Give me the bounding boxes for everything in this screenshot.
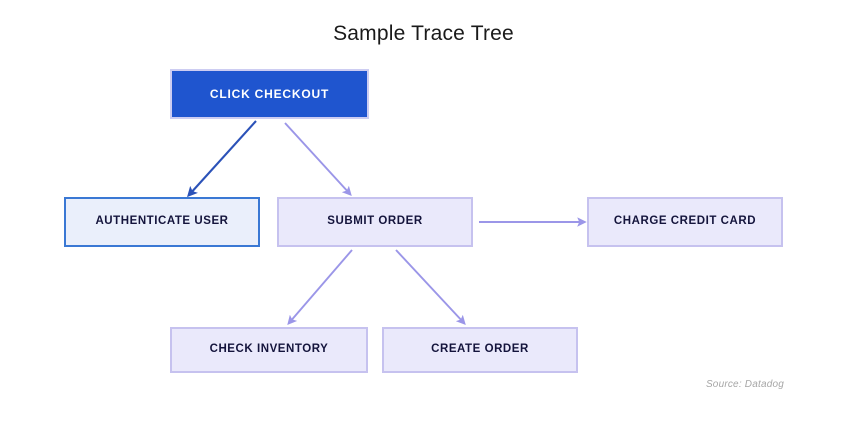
node-click-checkout[interactable]: CLICK CHECKOUT [170, 69, 369, 119]
edge-checkout-to-authenticate [187, 120, 257, 198]
edge-submit-to-create [395, 249, 466, 325]
node-authenticate-user[interactable]: AUTHENTICATE USER [64, 197, 260, 247]
node-label: AUTHENTICATE USER [95, 215, 229, 228]
page-title: Sample Trace Tree [333, 22, 514, 45]
node-label: CHARGE CREDIT CARD [613, 215, 757, 228]
node-create-order[interactable]: CREATE ORDER [382, 327, 578, 373]
node-check-inventory[interactable]: CHECK INVENTORY [170, 327, 368, 373]
node-submit-order[interactable]: SUBMIT ORDER [277, 197, 473, 247]
node-label: CLICK CHECKOUT [209, 86, 330, 101]
node-label: CREATE ORDER [431, 343, 529, 356]
edge-submit-to-inventory [287, 249, 353, 326]
node-label: CHECK INVENTORY [209, 343, 329, 356]
edge-checkout-to-submit [284, 122, 352, 196]
source-attribution: Source: Datadog [705, 379, 784, 390]
node-charge-credit-card[interactable]: CHARGE CREDIT CARD [587, 197, 783, 247]
node-label: SUBMIT ORDER [327, 215, 423, 228]
